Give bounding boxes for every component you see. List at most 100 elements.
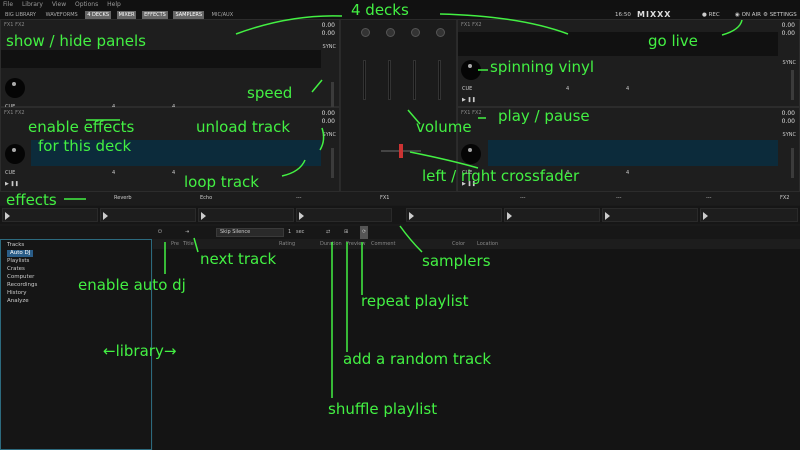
deck-fx-label[interactable]: FX1 FX2 [461, 110, 482, 116]
library-table[interactable] [153, 249, 800, 450]
play-pause-button[interactable]: ▶ ❚❚ [5, 181, 19, 187]
effect-slot-4[interactable]: --- [520, 195, 526, 201]
effect-slot-2[interactable]: Echo [200, 195, 213, 201]
sidebar-item-computer[interactable]: Computer [7, 274, 35, 280]
beatloop-size[interactable]: 4 [566, 86, 570, 92]
volume-fader[interactable] [438, 60, 441, 100]
cue-button[interactable]: CUE [462, 170, 473, 176]
vinyl-icon[interactable] [461, 144, 481, 164]
play-icon[interactable] [103, 212, 108, 220]
effect-slot-3[interactable]: --- [296, 195, 302, 201]
big-library-button[interactable]: BIG LIBRARY [5, 11, 36, 18]
column-header[interactable]: Title [183, 241, 194, 247]
sampler-2[interactable] [100, 208, 196, 222]
crossfader-handle[interactable] [399, 144, 403, 158]
vinyl-icon[interactable] [5, 144, 25, 164]
sampler-6[interactable] [504, 208, 600, 222]
gain-knob[interactable] [361, 28, 370, 37]
sampler-1[interactable] [2, 208, 98, 222]
cue-button[interactable]: CUE [5, 170, 16, 176]
rate-slider[interactable] [791, 148, 794, 178]
sync-button[interactable]: SYNC [322, 132, 336, 138]
waveforms-button[interactable]: WAVEFORMS [45, 11, 78, 18]
beatjump-size[interactable]: 4 [626, 86, 630, 92]
vinyl-icon[interactable] [5, 78, 25, 98]
sidebar-item-playlists[interactable]: Playlists [7, 258, 30, 264]
column-header[interactable]: Rating [279, 241, 296, 247]
sidebar-item-autodj[interactable]: Auto DJ [7, 250, 34, 257]
sampler-5[interactable] [406, 208, 502, 222]
on-air-button[interactable]: ◉ ON AIR [735, 12, 761, 18]
play-icon[interactable] [409, 212, 414, 220]
sync-button[interactable]: SYNC [782, 60, 796, 66]
column-header[interactable]: Comment [371, 241, 396, 247]
menu-file[interactable]: File [3, 1, 14, 8]
volume-fader[interactable] [363, 60, 366, 100]
column-header[interactable]: Location [477, 241, 499, 247]
deck-fx-label[interactable]: FX1 FX2 [461, 22, 482, 28]
sampler-3[interactable] [198, 208, 294, 222]
mixer-button[interactable]: MIXER [116, 10, 137, 19]
sidebar-item-crates[interactable]: Crates [7, 266, 25, 272]
beatloop-size[interactable]: 4 [112, 170, 116, 176]
sidebar-item-history[interactable]: History [7, 290, 27, 296]
play-icon[interactable] [507, 212, 512, 220]
four-decks-button[interactable]: 4 DECKS [85, 10, 112, 19]
beatjump-size[interactable]: 4 [626, 170, 630, 176]
transition-mode-select[interactable]: Skip Silence [216, 228, 284, 237]
play-pause-button[interactable]: ▶ ❚❚ [462, 97, 476, 103]
sampler-8[interactable] [700, 208, 798, 222]
gain-knob[interactable] [386, 28, 395, 37]
play-icon[interactable] [5, 212, 10, 220]
gain-knob[interactable] [436, 28, 445, 37]
menu-help[interactable]: Help [107, 1, 121, 8]
effect-slot-6[interactable]: --- [706, 195, 712, 201]
column-header[interactable]: Preview [346, 241, 366, 247]
settings-button[interactable]: ⚙ SETTINGS [763, 12, 797, 18]
beatjump-size[interactable]: 4 [172, 170, 176, 176]
sync-button[interactable]: SYNC [322, 44, 336, 50]
sampler-7[interactable] [602, 208, 698, 222]
sidebar-item-recordings[interactable]: Recordings [7, 282, 38, 288]
samplers-button[interactable]: SAMPLERS [173, 10, 205, 19]
transition-count[interactable]: 1 [288, 229, 292, 235]
gain-knob[interactable] [411, 28, 420, 37]
volume-fader[interactable] [413, 60, 416, 100]
sampler-4[interactable] [296, 208, 392, 222]
rate-slider[interactable] [331, 82, 334, 112]
shuffle-button[interactable]: ⇄ [326, 229, 331, 235]
beatloop-size[interactable]: 4 [566, 170, 570, 176]
column-header[interactable]: Duration [320, 241, 342, 247]
deck-fx-label[interactable]: FX1 FX2 [4, 22, 25, 28]
sidebar-item-tracks[interactable]: Tracks [7, 242, 25, 248]
next-track-button[interactable]: ⇥ [185, 229, 190, 235]
menu-options[interactable]: Options [75, 1, 99, 8]
menu-view[interactable]: View [51, 1, 67, 8]
column-header[interactable]: Color [452, 241, 466, 247]
vinyl-icon[interactable] [461, 60, 481, 80]
rec-button[interactable]: ● REC [702, 12, 720, 18]
volume-fader[interactable] [388, 60, 391, 100]
cue-button[interactable]: CUE [462, 86, 473, 92]
play-icon[interactable] [703, 212, 708, 220]
repeat-button[interactable]: ⟳ [360, 226, 369, 239]
menu-library[interactable]: Library [21, 1, 43, 8]
play-icon[interactable] [605, 212, 610, 220]
play-pause-button[interactable]: ▶ ❚❚ [462, 181, 476, 187]
effect-slot-5[interactable]: --- [616, 195, 622, 201]
sidebar-item-analyze[interactable]: Analyze [7, 298, 29, 304]
play-icon[interactable] [299, 212, 304, 220]
sync-button[interactable]: SYNC [782, 132, 796, 138]
rate-slider[interactable] [331, 148, 334, 178]
rate-slider[interactable] [791, 70, 794, 100]
effects-button[interactable]: EFFECTS [142, 10, 168, 19]
deck-fx-label[interactable]: FX1 FX2 [4, 110, 25, 116]
enable-autodj-button[interactable]: ⏻ [158, 229, 162, 235]
column-header[interactable]: Pre [171, 241, 179, 247]
add-random-button[interactable]: ⊞ [344, 229, 349, 235]
play-icon[interactable] [201, 212, 206, 220]
effect-slot-1[interactable]: Reverb [114, 195, 132, 201]
mic-aux-button[interactable]: MIC/AUX [211, 11, 234, 18]
